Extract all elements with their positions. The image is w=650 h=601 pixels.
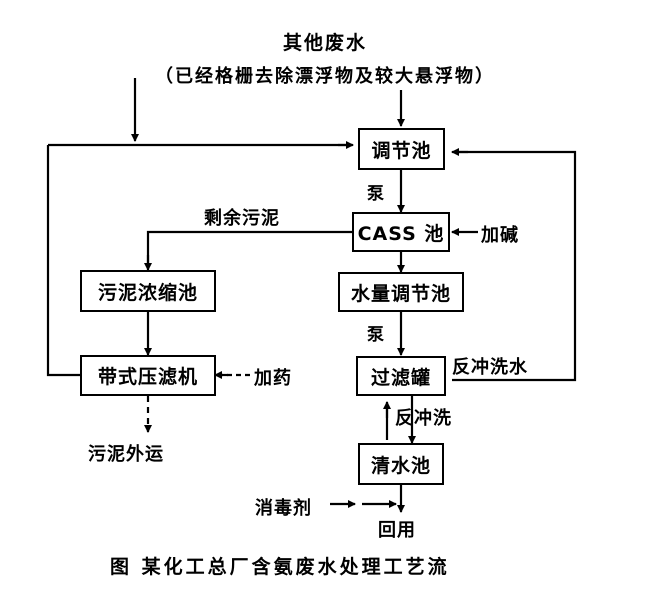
label-reuse: 回用 [378,520,416,541]
node-cass-tank-label: CASS 池 [357,222,445,245]
label-sludge-transport: 污泥外运 [88,444,164,465]
header-line-1: 其他废水 [282,32,367,54]
node-water-volume-tank-label: 水量调节池 [350,282,451,305]
node-regulating-tank[interactable]: 调节池 [358,128,445,170]
node-belt-filter-press-label: 带式压滤机 [97,366,198,388]
label-disinfectant: 消毒剂 [255,498,312,519]
node-filter-tank[interactable]: 过滤罐 [356,356,446,396]
label-backwash: 反冲洗 [395,408,452,429]
node-belt-filter-press[interactable]: 带式压滤机 [80,355,216,396]
node-filter-tank-label: 过滤罐 [370,366,431,389]
node-sludge-thickener[interactable]: 污泥浓缩池 [80,270,216,312]
node-regulating-tank-label: 调节池 [371,139,432,162]
node-cass-tank[interactable]: CASS 池 [352,212,450,252]
label-pump-2: 泵 [367,325,385,345]
node-clear-water-tank-label: 清水池 [370,454,431,477]
header-line-2: （已经格栅去除漂浮物及较大悬浮物） [155,66,495,87]
edge-backwash-return [452,150,577,382]
label-pump-1: 泵 [367,184,385,204]
node-clear-water-tank[interactable]: 清水池 [358,443,444,485]
label-excess-sludge: 剩余污泥 [204,208,280,229]
node-water-volume-tank[interactable]: 水量调节池 [338,272,464,312]
edge-excess-sludge [146,230,355,268]
label-backwash-water: 反冲洗水 [452,357,528,378]
edge-left-riser [46,145,92,377]
label-add-alkali: 加碱 [481,225,519,246]
label-add-chemical: 加药 [254,368,292,389]
node-sludge-thickener-label: 污泥浓缩池 [97,281,198,304]
figure-caption: 图 某化工总厂含氨废水处理工艺流 [110,556,450,578]
